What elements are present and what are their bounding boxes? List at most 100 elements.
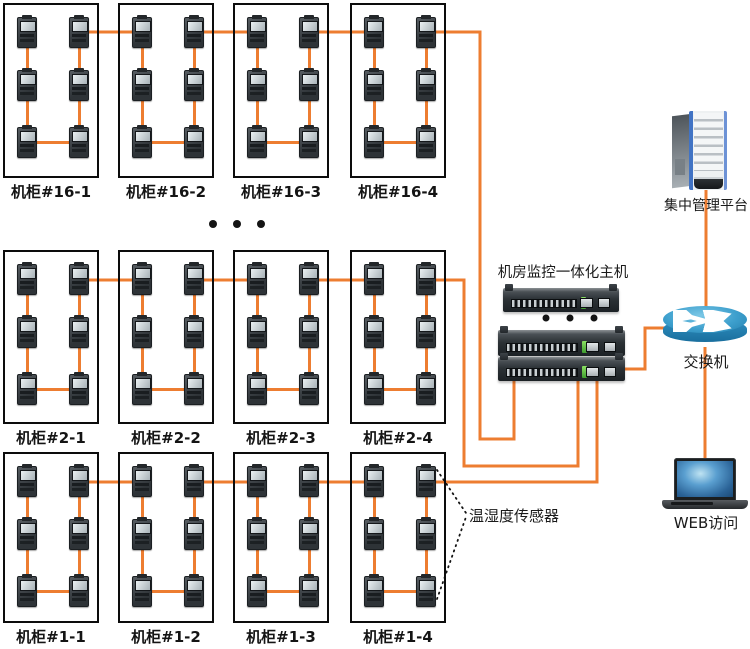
- temperature-humidity-sensor-icon: [17, 372, 37, 405]
- temperature-humidity-sensor-icon: [184, 68, 204, 101]
- cabinet-cable-bottom: [374, 590, 428, 593]
- temperature-humidity-sensor-icon: [132, 464, 152, 497]
- cabinet-label: 机柜#16-4: [357, 183, 439, 201]
- laptop-screen: [674, 458, 736, 501]
- temperature-humidity-sensor-icon: [416, 15, 436, 48]
- temperature-humidity-sensor-icon: [69, 15, 89, 48]
- temperature-humidity-sensor-icon: [132, 68, 152, 101]
- temperature-humidity-sensor-icon: [69, 125, 89, 158]
- temperature-humidity-sensor-icon: [17, 262, 37, 295]
- temperature-humidity-sensor-icon: [17, 464, 37, 497]
- monitoring-host-label: 机房监控一体化主机: [497, 265, 629, 281]
- temperature-humidity-sensor-icon: [17, 15, 37, 48]
- temperature-humidity-sensor-icon: [416, 262, 436, 295]
- temperature-humidity-sensor-icon: [69, 68, 89, 101]
- temperature-humidity-sensor-icon: [184, 315, 204, 348]
- server-cabinet: 机柜#16-4: [350, 3, 446, 201]
- temperature-humidity-sensor-icon: [69, 262, 89, 295]
- server-cabinet: 机柜#1-1: [3, 452, 99, 646]
- temperature-humidity-sensor-icon: [299, 464, 319, 497]
- cabinet-cable-bottom: [374, 141, 428, 144]
- temperature-humidity-sensor-icon: [299, 125, 319, 158]
- temperature-humidity-sensor-icon: [299, 68, 319, 101]
- temperature-humidity-sensor-icon: [364, 315, 384, 348]
- rack-ports: [506, 343, 579, 352]
- laptop-display: [677, 461, 733, 497]
- cabinet-cable-bottom: [142, 141, 196, 144]
- temperature-humidity-sensor-icon: [247, 125, 267, 158]
- cabinet-label: 机柜#16-1: [10, 183, 92, 201]
- switch-cross-arrows-icon: [673, 310, 732, 332]
- temperature-humidity-sensor-icon: [17, 125, 37, 158]
- temperature-humidity-sensor-icon: [247, 372, 267, 405]
- temperature-humidity-sensor-icon: [416, 315, 436, 348]
- cable-row2-to-host: [426, 278, 580, 468]
- callout-dotted-lower: [436, 516, 467, 600]
- temperature-humidity-sensor-icon: [299, 262, 319, 295]
- temperature-humidity-sensor-icon: [416, 372, 436, 405]
- temperature-humidity-sensor-icon: [132, 15, 152, 48]
- monitoring-host-unit-icon: [498, 353, 625, 381]
- cabinet-cable-bottom: [27, 141, 81, 144]
- temperature-humidity-sensor-icon: [416, 574, 436, 607]
- network-switch-icon: [663, 306, 747, 348]
- rack-ports: [511, 299, 578, 308]
- temperature-humidity-sensor-icon: [184, 574, 204, 607]
- temperature-humidity-sensor-icon: [184, 464, 204, 497]
- temperature-humidity-sensor-icon: [364, 15, 384, 48]
- temperature-humidity-sensor-icon: [364, 517, 384, 550]
- temperature-humidity-sensor-icon: [132, 125, 152, 158]
- cabinet-label: 机柜#1-4: [363, 628, 433, 646]
- rack-ports: [506, 368, 579, 377]
- temperature-humidity-sensor-icon: [184, 372, 204, 405]
- management-platform-label: 集中管理平台: [664, 198, 748, 214]
- server-cabinet: 机柜#2-2: [118, 250, 214, 447]
- server-cabinet: 机柜#2-1: [3, 250, 99, 447]
- server-cabinet: 机柜#2-3: [233, 250, 329, 447]
- rack-led: [582, 341, 588, 353]
- cabinet-cable-bottom: [257, 141, 311, 144]
- temperature-humidity-sensor-icon: [17, 574, 37, 607]
- tower-drive-bays: [694, 113, 723, 171]
- temperature-humidity-sensor-icon: [247, 68, 267, 101]
- cabinet-label: 机柜#2-3: [246, 429, 316, 447]
- server-cabinet: 机柜#16-3: [233, 3, 329, 201]
- cable-row16-to-host: [426, 30, 516, 441]
- rack-uplink-ports: [586, 342, 616, 352]
- cable-row1-to-host: [426, 381, 599, 484]
- temperature-humidity-sensor-icon: [299, 315, 319, 348]
- temperature-humidity-sensor-icon: [299, 574, 319, 607]
- temperature-humidity-sensor-icon: [69, 315, 89, 348]
- web-access-label: WEB访问: [673, 514, 739, 532]
- host-ellipsis-dots: [542, 314, 598, 322]
- server-cabinet: 机柜#1-4: [350, 452, 446, 646]
- temperature-humidity-sensor-icon: [184, 517, 204, 550]
- temperature-humidity-sensor-icon: [416, 517, 436, 550]
- web-access-laptop-icon: [662, 458, 748, 509]
- temperature-humidity-sensor-icon: [299, 517, 319, 550]
- cabinet-cable-bottom: [374, 388, 428, 391]
- tower-foot: [694, 177, 723, 189]
- cabinet-cable-bottom: [27, 388, 81, 391]
- management-server-tower-icon: [672, 111, 727, 191]
- temperature-humidity-sensor-icon: [364, 372, 384, 405]
- temperature-humidity-sensor-icon: [132, 517, 152, 550]
- server-cabinet: 机柜#1-2: [118, 452, 214, 646]
- temperature-humidity-sensor-icon: [299, 372, 319, 405]
- cabinet-label: 机柜#2-4: [363, 429, 433, 447]
- temperature-humidity-sensor-icon: [247, 464, 267, 497]
- temperature-humidity-sensor-icon: [17, 517, 37, 550]
- temperature-humidity-sensor-icon: [364, 464, 384, 497]
- temperature-humidity-sensor-icon: [17, 315, 37, 348]
- temperature-humidity-sensor-icon: [247, 15, 267, 48]
- rack-led: [582, 366, 588, 378]
- server-cabinet: 机柜#16-2: [118, 3, 214, 201]
- temperature-humidity-sensor-icon: [132, 315, 152, 348]
- temperature-humidity-sensor-icon: [364, 125, 384, 158]
- temperature-humidity-sensor-icon: [416, 125, 436, 158]
- temperature-humidity-sensor-icon: [247, 517, 267, 550]
- temperature-humidity-sensor-icon: [17, 68, 37, 101]
- row-ellipsis-dots: [209, 220, 265, 228]
